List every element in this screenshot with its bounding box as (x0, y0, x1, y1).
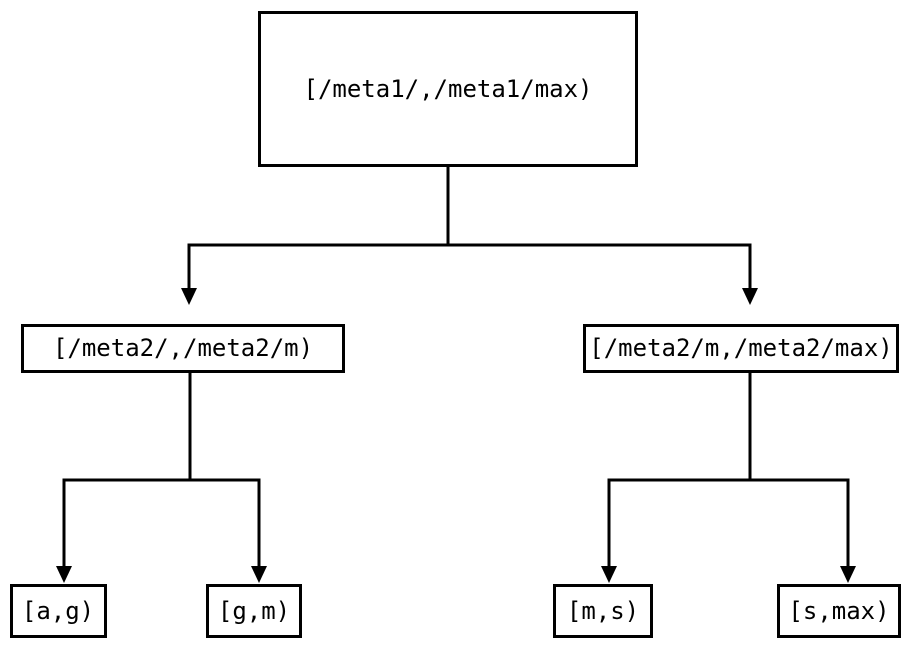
edge-group-level2-right (601, 373, 856, 583)
node-root-box[interactable] (258, 11, 638, 167)
arrowhead-root-to-mid-right (742, 288, 758, 305)
node-leaf-gm-label: [g,m) (218, 597, 290, 625)
arrowhead-mid-right-to-leaf-smax (840, 566, 856, 583)
node-root[interactable]: [/meta1/,/meta1/max) (258, 11, 638, 167)
edge-mid-right-to-leaf-smax (748, 373, 850, 566)
edge-mid-left-to-leaf-ag (62, 373, 192, 566)
edge-root-to-mid-right (446, 167, 752, 288)
node-leaf-smax-label: [s,max) (788, 597, 889, 625)
node-leaf-smax[interactable]: [s,max) (777, 584, 901, 638)
arrowhead-mid-left-to-leaf-ag (56, 566, 72, 583)
node-leaf-ms-label: [m,s) (567, 597, 639, 625)
node-mid-left[interactable]: [/meta2/,/meta2/m) (21, 324, 345, 373)
node-root-label: [/meta1/,/meta1/max) (304, 75, 593, 103)
arrowhead-root-to-mid-left (181, 288, 197, 305)
edge-group-level1 (181, 167, 758, 305)
node-mid-right-box[interactable] (583, 324, 899, 373)
node-mid-right-label: [/meta2/m,/meta2/max) (589, 334, 892, 362)
node-leaf-gm-box[interactable] (206, 584, 302, 638)
node-leaf-smax-box[interactable] (777, 584, 901, 638)
edge-mid-right-to-leaf-ms (607, 373, 752, 566)
node-leaf-ag[interactable]: [a,g) (10, 584, 107, 638)
node-mid-left-box[interactable] (21, 324, 345, 373)
node-mid-left-label: [/meta2/,/meta2/m) (53, 334, 313, 362)
arrowhead-mid-left-to-leaf-gm (251, 566, 267, 583)
edge-group-level2-left (56, 373, 267, 583)
edge-root-to-mid-left (187, 167, 450, 288)
arrowhead-mid-right-to-leaf-ms (601, 566, 617, 583)
node-leaf-ag-label: [a,g) (22, 597, 94, 625)
node-leaf-ms-box[interactable] (553, 584, 653, 638)
node-leaf-gm[interactable]: [g,m) (206, 584, 302, 638)
node-mid-right[interactable]: [/meta2/m,/meta2/max) (583, 324, 899, 373)
node-leaf-ag-box[interactable] (10, 584, 107, 638)
node-leaf-ms[interactable]: [m,s) (553, 584, 653, 638)
edge-mid-left-to-leaf-gm (188, 373, 261, 566)
